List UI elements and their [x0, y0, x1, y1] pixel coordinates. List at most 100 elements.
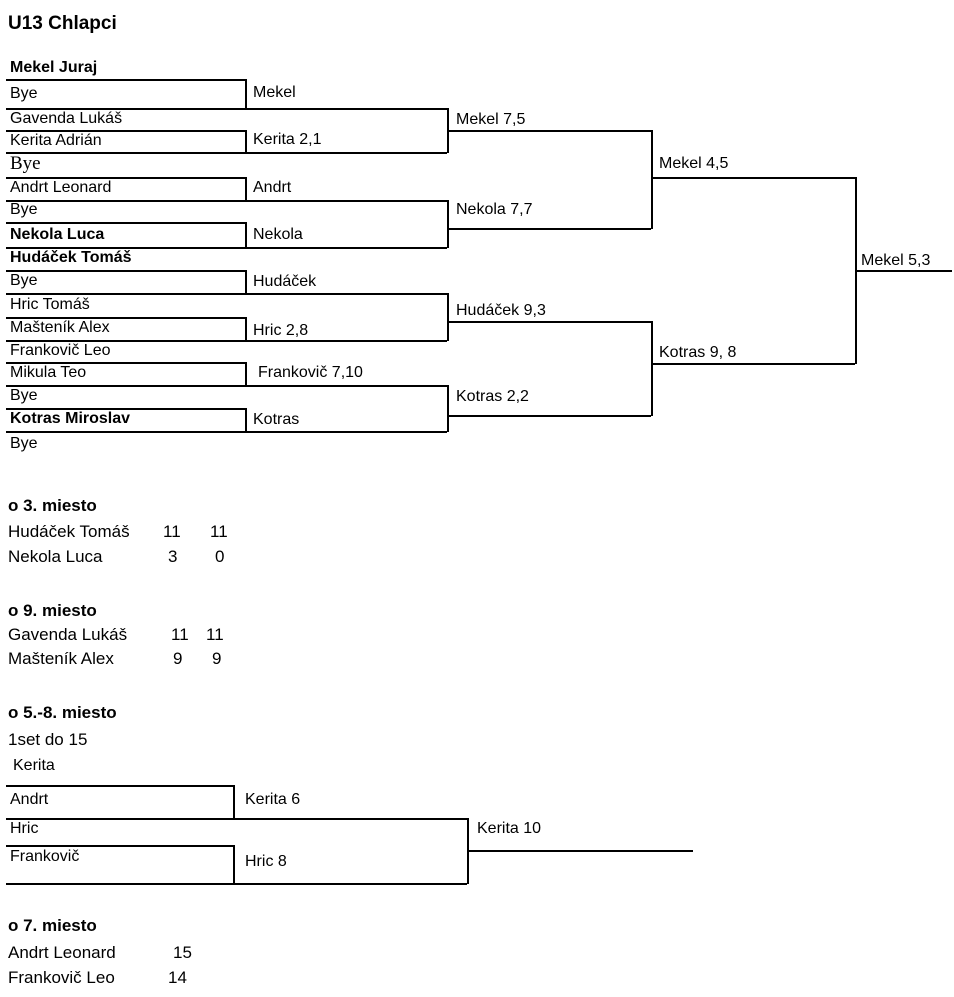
- playoff-score: 11: [171, 625, 189, 644]
- bracket-line-h: [6, 293, 447, 295]
- bracket-line-v: [651, 321, 653, 416]
- bracket-line-h: [447, 415, 651, 417]
- bracket-line-h: [6, 177, 245, 179]
- playoff-player: Nekola Luca: [8, 547, 103, 566]
- bracket-line-h: [447, 228, 651, 230]
- champion-label: Mekel 5,3: [861, 252, 931, 269]
- bracket-line-h: [447, 321, 651, 323]
- bracket-line-h: [651, 177, 855, 179]
- bracket-line-h: [6, 317, 245, 319]
- playoff-player: Frankovič Leo: [8, 968, 115, 987]
- bracket-line-h: [6, 79, 245, 81]
- match-winner: Mekel: [253, 84, 296, 101]
- playoff-score: 11: [163, 522, 181, 541]
- section-heading: o 5.-8. miesto: [8, 703, 117, 722]
- tournament-title: U13 Chlapci: [8, 13, 117, 34]
- match-winner: Hudáček: [253, 273, 317, 290]
- bracket-line-v: [245, 130, 247, 153]
- bracket-line-h: [6, 845, 233, 847]
- bracket-player: Mikula Teo: [10, 364, 87, 381]
- match-winner: Kerita 10: [477, 820, 542, 837]
- bracket-line-h: [6, 222, 245, 224]
- bracket-line-v: [467, 818, 469, 884]
- bracket-bye: Bye: [10, 153, 41, 174]
- bracket-line-h: [447, 130, 651, 132]
- match-winner: Frankovič 7,10: [258, 364, 363, 381]
- playoff-player: Mašteník Alex: [8, 649, 114, 668]
- match-winner: Hric 8: [245, 853, 287, 870]
- bracket-line-v: [855, 177, 857, 364]
- bracket-player: Gavenda Lukáš: [10, 110, 123, 127]
- match-winner: Kotras 2,2: [456, 388, 529, 405]
- bracket-line-h: [6, 408, 245, 410]
- bracket-player: Frankovič: [10, 848, 80, 865]
- match-winner: Kerita 6: [245, 791, 301, 808]
- playoff-score: 15: [173, 943, 192, 962]
- playoff-score: 9: [212, 649, 222, 668]
- bracket-bye: Bye: [10, 201, 38, 218]
- match-winner: Kotras 9, 8: [659, 344, 737, 361]
- bracket-line-h: [6, 883, 467, 885]
- bracket-line-v: [245, 79, 247, 109]
- bracket-player: Kerita Adrián: [10, 132, 102, 149]
- match-winner: Kerita 2,1: [253, 131, 322, 148]
- match-winner: Mekel 7,5: [456, 111, 526, 128]
- bracket-line-h: [6, 200, 447, 202]
- bracket-line-h: [6, 818, 467, 820]
- playoff-score: 9: [173, 649, 183, 668]
- bracket-line-h: [651, 363, 855, 365]
- bracket-line-v: [651, 130, 653, 229]
- bracket-line-h: [6, 340, 447, 342]
- bracket-line-v: [233, 845, 235, 884]
- bracket-line-v: [245, 317, 247, 341]
- bracket-player: Andrt: [10, 791, 49, 808]
- playoff-score: 14: [168, 968, 187, 987]
- bracket-line-h: [6, 785, 233, 787]
- bracket-line-v: [245, 270, 247, 294]
- playoff-score: 11: [206, 625, 224, 644]
- bracket-line-v: [233, 785, 235, 819]
- match-winner: Hric 2,8: [253, 322, 309, 339]
- bracket-player: Nekola Luca: [10, 226, 105, 243]
- bracket-player: Mašteník Alex: [10, 319, 110, 336]
- playoff-player: Gavenda Lukáš: [8, 625, 128, 644]
- bracket-line-h: [855, 270, 952, 272]
- bracket-bye: Bye: [10, 387, 38, 404]
- bracket-player: Kerita: [13, 757, 55, 774]
- bracket-line-v: [245, 177, 247, 201]
- bracket-line-h: [6, 362, 245, 364]
- match-winner: Kotras: [253, 411, 300, 428]
- bracket-line-h: [6, 431, 447, 433]
- format-note: 1set do 15: [8, 730, 88, 749]
- playoff-score: 11: [210, 522, 228, 541]
- match-winner: Andrt: [253, 179, 292, 196]
- match-winner: Hudáček 9,3: [456, 302, 546, 319]
- bracket-line-v: [447, 200, 449, 248]
- bracket-player: Hric: [10, 820, 39, 837]
- bracket-line-h: [6, 247, 447, 249]
- bracket-bye: Bye: [10, 272, 38, 289]
- bracket-player: Andrt Leonard: [10, 179, 112, 196]
- playoff-player: Andrt Leonard: [8, 943, 116, 962]
- bracket-bye: Bye: [10, 435, 38, 452]
- bracket-line-v: [447, 108, 449, 153]
- section-heading: o 9. miesto: [8, 601, 97, 620]
- bracket-line-h: [6, 270, 245, 272]
- bracket-line-v: [245, 222, 247, 248]
- bracket-player: Frankovič Leo: [10, 342, 111, 359]
- bracket-line-v: [245, 362, 247, 386]
- bracket-line-v: [245, 408, 247, 432]
- bracket-line-v: [447, 293, 449, 341]
- match-winner: Nekola 7,7: [456, 201, 533, 218]
- bracket-player: Hudáček Tomáš: [10, 249, 132, 266]
- bracket-line-h: [6, 130, 245, 132]
- playoff-score: 0: [215, 547, 225, 566]
- bracket-line-h: [6, 108, 447, 110]
- section-heading: o 7. miesto: [8, 916, 97, 935]
- bracket-line-h: [6, 385, 447, 387]
- bracket-line-h: [6, 152, 447, 154]
- section-heading: o 3. miesto: [8, 496, 97, 515]
- bracket-player: Mekel Juraj: [10, 59, 98, 76]
- bracket-bye: Bye: [10, 85, 38, 102]
